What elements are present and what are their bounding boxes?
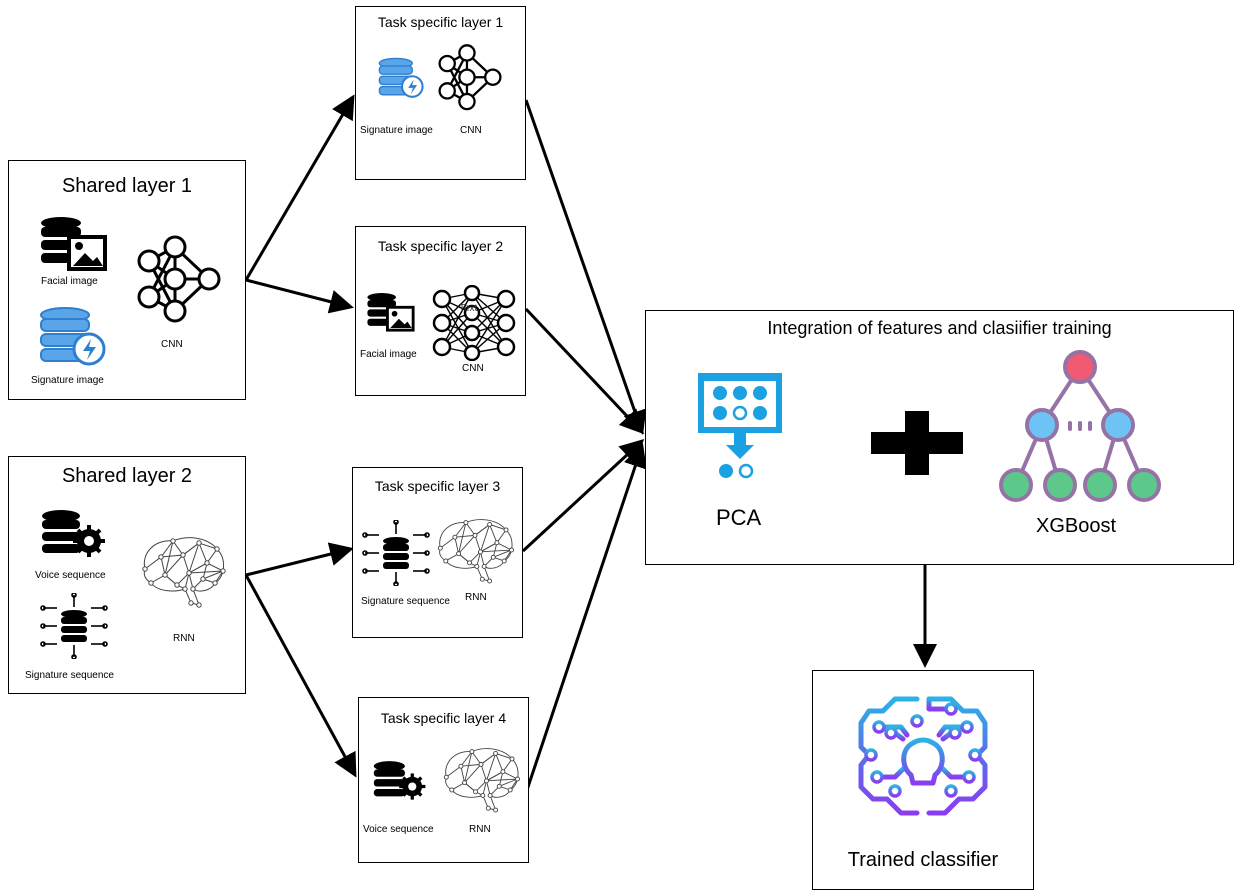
rnn-brain-network-icon xyxy=(443,748,520,813)
task4-model-label: RNN xyxy=(469,824,491,835)
task-layer-2-box: Task specific layer 2 xyxy=(355,226,526,396)
pca-icon xyxy=(698,373,782,479)
arrow-shared1-to-task2 xyxy=(245,278,354,314)
arrow-shared1-to-task1 xyxy=(244,94,355,281)
task2-input-label: Facial image xyxy=(360,349,417,360)
task-layer-1-title: Task specific layer 1 xyxy=(377,14,504,30)
facial-image-database-icon xyxy=(367,293,415,332)
signature-image-database-icon xyxy=(378,57,424,98)
integration-title: Integration of features and clasiifier t… xyxy=(767,318,1112,338)
shared-layer-1-title: Shared layer 1 xyxy=(61,175,193,197)
xgboost-tree-icon xyxy=(999,350,1161,502)
arrow-task1-to-integration xyxy=(524,99,647,435)
signature-sequence-database-icon xyxy=(40,593,108,659)
cnn-network-icon xyxy=(438,44,502,111)
rnn-brain-network-icon xyxy=(142,537,226,608)
trained-classifier-title: Trained classifier xyxy=(847,849,999,871)
voice-database-gear-icon xyxy=(373,761,426,800)
task3-model-label: RNN xyxy=(465,592,487,603)
arrow-task4-to-integration xyxy=(524,443,647,794)
task2-model-label: CNN xyxy=(462,363,484,374)
dense-cnn-network-icon xyxy=(432,285,516,361)
signature-sequence-database-icon xyxy=(362,520,430,586)
trained-classifier-box: Trained classifier xyxy=(812,670,1034,890)
shared2-voice-sequence-label: Voice sequence xyxy=(35,570,106,581)
arrow-shared2-to-task3 xyxy=(245,542,354,577)
voice-database-gear-icon xyxy=(42,510,105,557)
shared1-facial-image-label: Facial image xyxy=(41,276,98,287)
pca-label: PCA xyxy=(716,505,762,530)
task1-model-label: CNN xyxy=(460,125,482,136)
arrow-shared2-to-task4 xyxy=(244,574,357,778)
task2-overlay-text: Text xyxy=(459,303,478,314)
task1-input-label: Signature image xyxy=(360,125,433,136)
task-layer-1-box: Task specific layer 1 Signature image CN… xyxy=(355,6,526,180)
arrow-task3-to-integration xyxy=(521,438,645,553)
integration-box: Integration of features and clasiifier t… xyxy=(645,310,1234,565)
task3-input-label: Signature sequence xyxy=(361,596,450,607)
shared2-rnn-label: RNN xyxy=(173,633,195,644)
shared-layer-2-box: Shared layer 2 Voice sequence xyxy=(8,456,246,694)
task-layer-4-title: Task specific layer 4 xyxy=(380,710,507,726)
shared-layer-1-box: Shared layer 1 Facial image Signature im… xyxy=(8,160,246,400)
task-layer-2-title: Task specific layer 2 xyxy=(377,238,504,254)
ai-brain-circuit-icon xyxy=(858,696,988,816)
xgboost-label: XGBoost xyxy=(1036,515,1117,537)
cnn-network-icon xyxy=(137,235,221,323)
task-layer-3-box: Task specific layer 3 xyxy=(352,467,523,638)
shared1-cnn-label: CNN xyxy=(161,339,183,350)
shared2-signature-sequence-label: Signature sequence xyxy=(25,670,114,681)
task-layer-3-title: Task specific layer 3 xyxy=(374,478,501,494)
shared-layer-2-title: Shared layer 2 xyxy=(61,465,193,487)
arrow-task2-to-integration xyxy=(524,307,645,435)
rnn-brain-network-icon xyxy=(437,519,514,584)
plus-icon xyxy=(871,411,963,475)
task4-input-label: Voice sequence xyxy=(363,824,434,835)
signature-image-database-icon xyxy=(40,307,106,366)
shared1-signature-image-label: Signature image xyxy=(31,375,104,386)
task-layer-4-box: Task specific layer 4 xyxy=(358,697,529,863)
facial-image-database-icon xyxy=(41,217,107,271)
